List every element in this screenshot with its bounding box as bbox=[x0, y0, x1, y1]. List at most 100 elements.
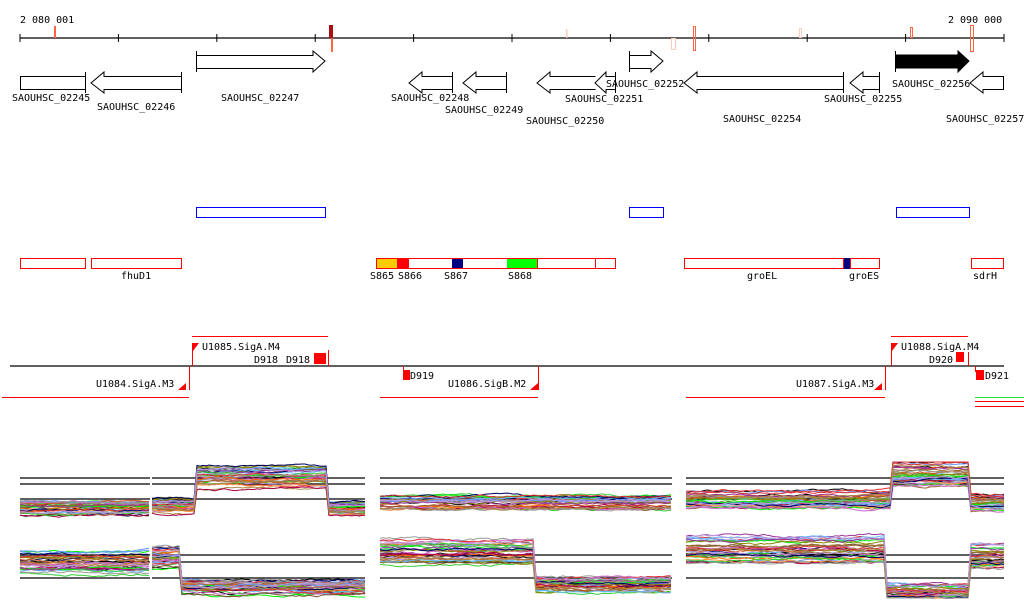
srna-S866[interactable] bbox=[397, 258, 409, 269]
feature-groES[interactable] bbox=[850, 258, 880, 269]
expression-trace bbox=[20, 510, 150, 514]
blue-feature[interactable] bbox=[896, 207, 970, 218]
gene-SAOUHSC_02248[interactable]: SAOUHSC_02248 bbox=[391, 70, 469, 104]
expression-trace bbox=[151, 548, 366, 585]
expression-trace bbox=[685, 469, 1005, 503]
gene-label: SAOUHSC_02248 bbox=[391, 93, 469, 104]
expression-trace bbox=[151, 463, 366, 504]
coordinate-ruler: 2 080 001 2 090 000 bbox=[19, 15, 1005, 52]
expression-trace bbox=[151, 546, 366, 583]
expression-trace bbox=[379, 540, 672, 582]
feature-label: S868 bbox=[508, 271, 532, 282]
transcript-label: U1088.SigA.M4 bbox=[901, 342, 979, 353]
expression-trace bbox=[685, 475, 1005, 507]
expression-trace bbox=[379, 538, 672, 581]
gene-SAOUHSC_02247[interactable]: SAOUHSC_02247 bbox=[196, 49, 326, 104]
expression-panel bbox=[151, 463, 366, 517]
expression-trace bbox=[151, 554, 366, 589]
ruler-mark bbox=[671, 38, 676, 50]
gene-SAOUHSC_02249[interactable]: SAOUHSC_02249 bbox=[445, 70, 523, 116]
expression-trace bbox=[379, 560, 672, 594]
expression-trace bbox=[685, 548, 1005, 597]
feature-label: groES bbox=[849, 271, 879, 282]
expression-trace bbox=[380, 551, 672, 588]
gene-SAOUHSC_02252[interactable]: SAOUHSC_02252 bbox=[606, 49, 684, 90]
expression-trace bbox=[685, 550, 1005, 596]
expression-trace bbox=[685, 461, 1005, 497]
transcript-label: U1086.SigB.M2 bbox=[448, 379, 526, 390]
promoter-flag-icon bbox=[874, 383, 882, 390]
ruler-mark bbox=[693, 26, 696, 51]
gene-SAOUHSC_02257[interactable]: SAOUHSC_02257 bbox=[946, 70, 1024, 125]
gene-label: SAOUHSC_02246 bbox=[97, 102, 175, 113]
expression-trace bbox=[379, 562, 672, 595]
gene-label: SAOUHSC_02247 bbox=[221, 93, 299, 104]
expression-trace bbox=[685, 539, 1005, 591]
feature-sdrH[interactable] bbox=[971, 258, 1004, 269]
blue-feature[interactable] bbox=[629, 207, 664, 218]
terminator-D918[interactable] bbox=[314, 353, 326, 364]
feature-label: sdrH bbox=[973, 271, 997, 282]
feature-label: fhuD1 bbox=[121, 271, 151, 282]
expression-panel bbox=[379, 477, 672, 512]
annotation-track: fhuD1 S865 S866 S867 S868 groEL groES sd… bbox=[20, 258, 1004, 282]
srna-groES-region[interactable] bbox=[843, 258, 850, 269]
expression-trace bbox=[151, 474, 366, 512]
srna-S868[interactable] bbox=[507, 258, 537, 269]
expression-trace bbox=[19, 503, 149, 508]
expression-trace bbox=[685, 484, 1005, 513]
gene-label: SAOUHSC_02245 bbox=[12, 93, 90, 104]
terminator-D920[interactable] bbox=[956, 352, 964, 362]
expression-trace bbox=[20, 510, 150, 516]
gene-SAOUHSC_02251[interactable]: SAOUHSC_02251 bbox=[565, 70, 643, 105]
gene-label: SAOUHSC_02257 bbox=[946, 114, 1024, 125]
feature-fhuD1[interactable] bbox=[91, 258, 182, 269]
srna-S865[interactable] bbox=[376, 258, 397, 269]
terminator-label: D918 bbox=[286, 355, 310, 366]
gene-SAOUHSC_02255[interactable]: SAOUHSC_02255 bbox=[824, 70, 902, 105]
expression-trace bbox=[151, 557, 366, 590]
expression-trace bbox=[685, 553, 1005, 599]
transcript-track: U1085.SigA.M4 D918 D918 U1084.SigA.M3 D9… bbox=[2, 336, 1024, 407]
terminator-D921[interactable] bbox=[976, 370, 984, 380]
terminator-label: D921 bbox=[985, 371, 1009, 382]
terminator-D919[interactable] bbox=[403, 370, 410, 380]
expression-trace bbox=[151, 561, 366, 595]
expression-panel bbox=[151, 544, 366, 598]
expression-trace bbox=[685, 481, 1005, 511]
ruler-mark bbox=[331, 38, 333, 52]
expression-trace bbox=[379, 547, 671, 587]
feature-box[interactable] bbox=[20, 258, 86, 269]
gene-label: SAOUHSC_02249 bbox=[445, 105, 523, 116]
gene-SAOUHSC_02254[interactable]: SAOUHSC_02254 bbox=[683, 70, 844, 125]
gene-label: SAOUHSC_02252 bbox=[606, 79, 684, 90]
feature-box[interactable] bbox=[537, 258, 596, 269]
expression-trace bbox=[379, 492, 672, 499]
gene-SAOUHSC_02245[interactable]: SAOUHSC_02245 bbox=[12, 72, 90, 104]
gene-SAOUHSC_02250[interactable]: SAOUHSC_02250 bbox=[526, 70, 604, 127]
expression-trace bbox=[379, 559, 671, 594]
expression-trace bbox=[19, 562, 150, 567]
expression-trace bbox=[19, 554, 149, 559]
feature-label: S865 bbox=[370, 271, 394, 282]
expression-trace bbox=[685, 547, 1005, 595]
feature-label: S867 bbox=[444, 271, 468, 282]
gene-label: SAOUHSC_02256 bbox=[892, 79, 970, 90]
gene-SAOUHSC_02256[interactable]: SAOUHSC_02256 bbox=[892, 49, 970, 90]
expression-trace bbox=[151, 486, 365, 517]
promoter-flag-icon bbox=[530, 383, 538, 390]
gene-label: SAOUHSC_02255 bbox=[824, 94, 902, 105]
gene-SAOUHSC_02246[interactable]: SAOUHSC_02246 bbox=[90, 70, 182, 113]
expression-panel bbox=[19, 477, 150, 518]
ruler-ticks bbox=[19, 34, 1005, 42]
srna-S867[interactable] bbox=[452, 258, 463, 269]
blue-feature-track bbox=[196, 207, 970, 218]
blue-feature[interactable] bbox=[196, 207, 326, 218]
feature-box[interactable] bbox=[595, 258, 616, 269]
feature-groEL[interactable] bbox=[684, 258, 844, 269]
expression-trace bbox=[685, 461, 1005, 498]
expression-trace bbox=[19, 549, 150, 554]
gene-label: SAOUHSC_02250 bbox=[526, 116, 604, 127]
expression-trace bbox=[19, 558, 150, 565]
expression-trace bbox=[380, 494, 672, 499]
